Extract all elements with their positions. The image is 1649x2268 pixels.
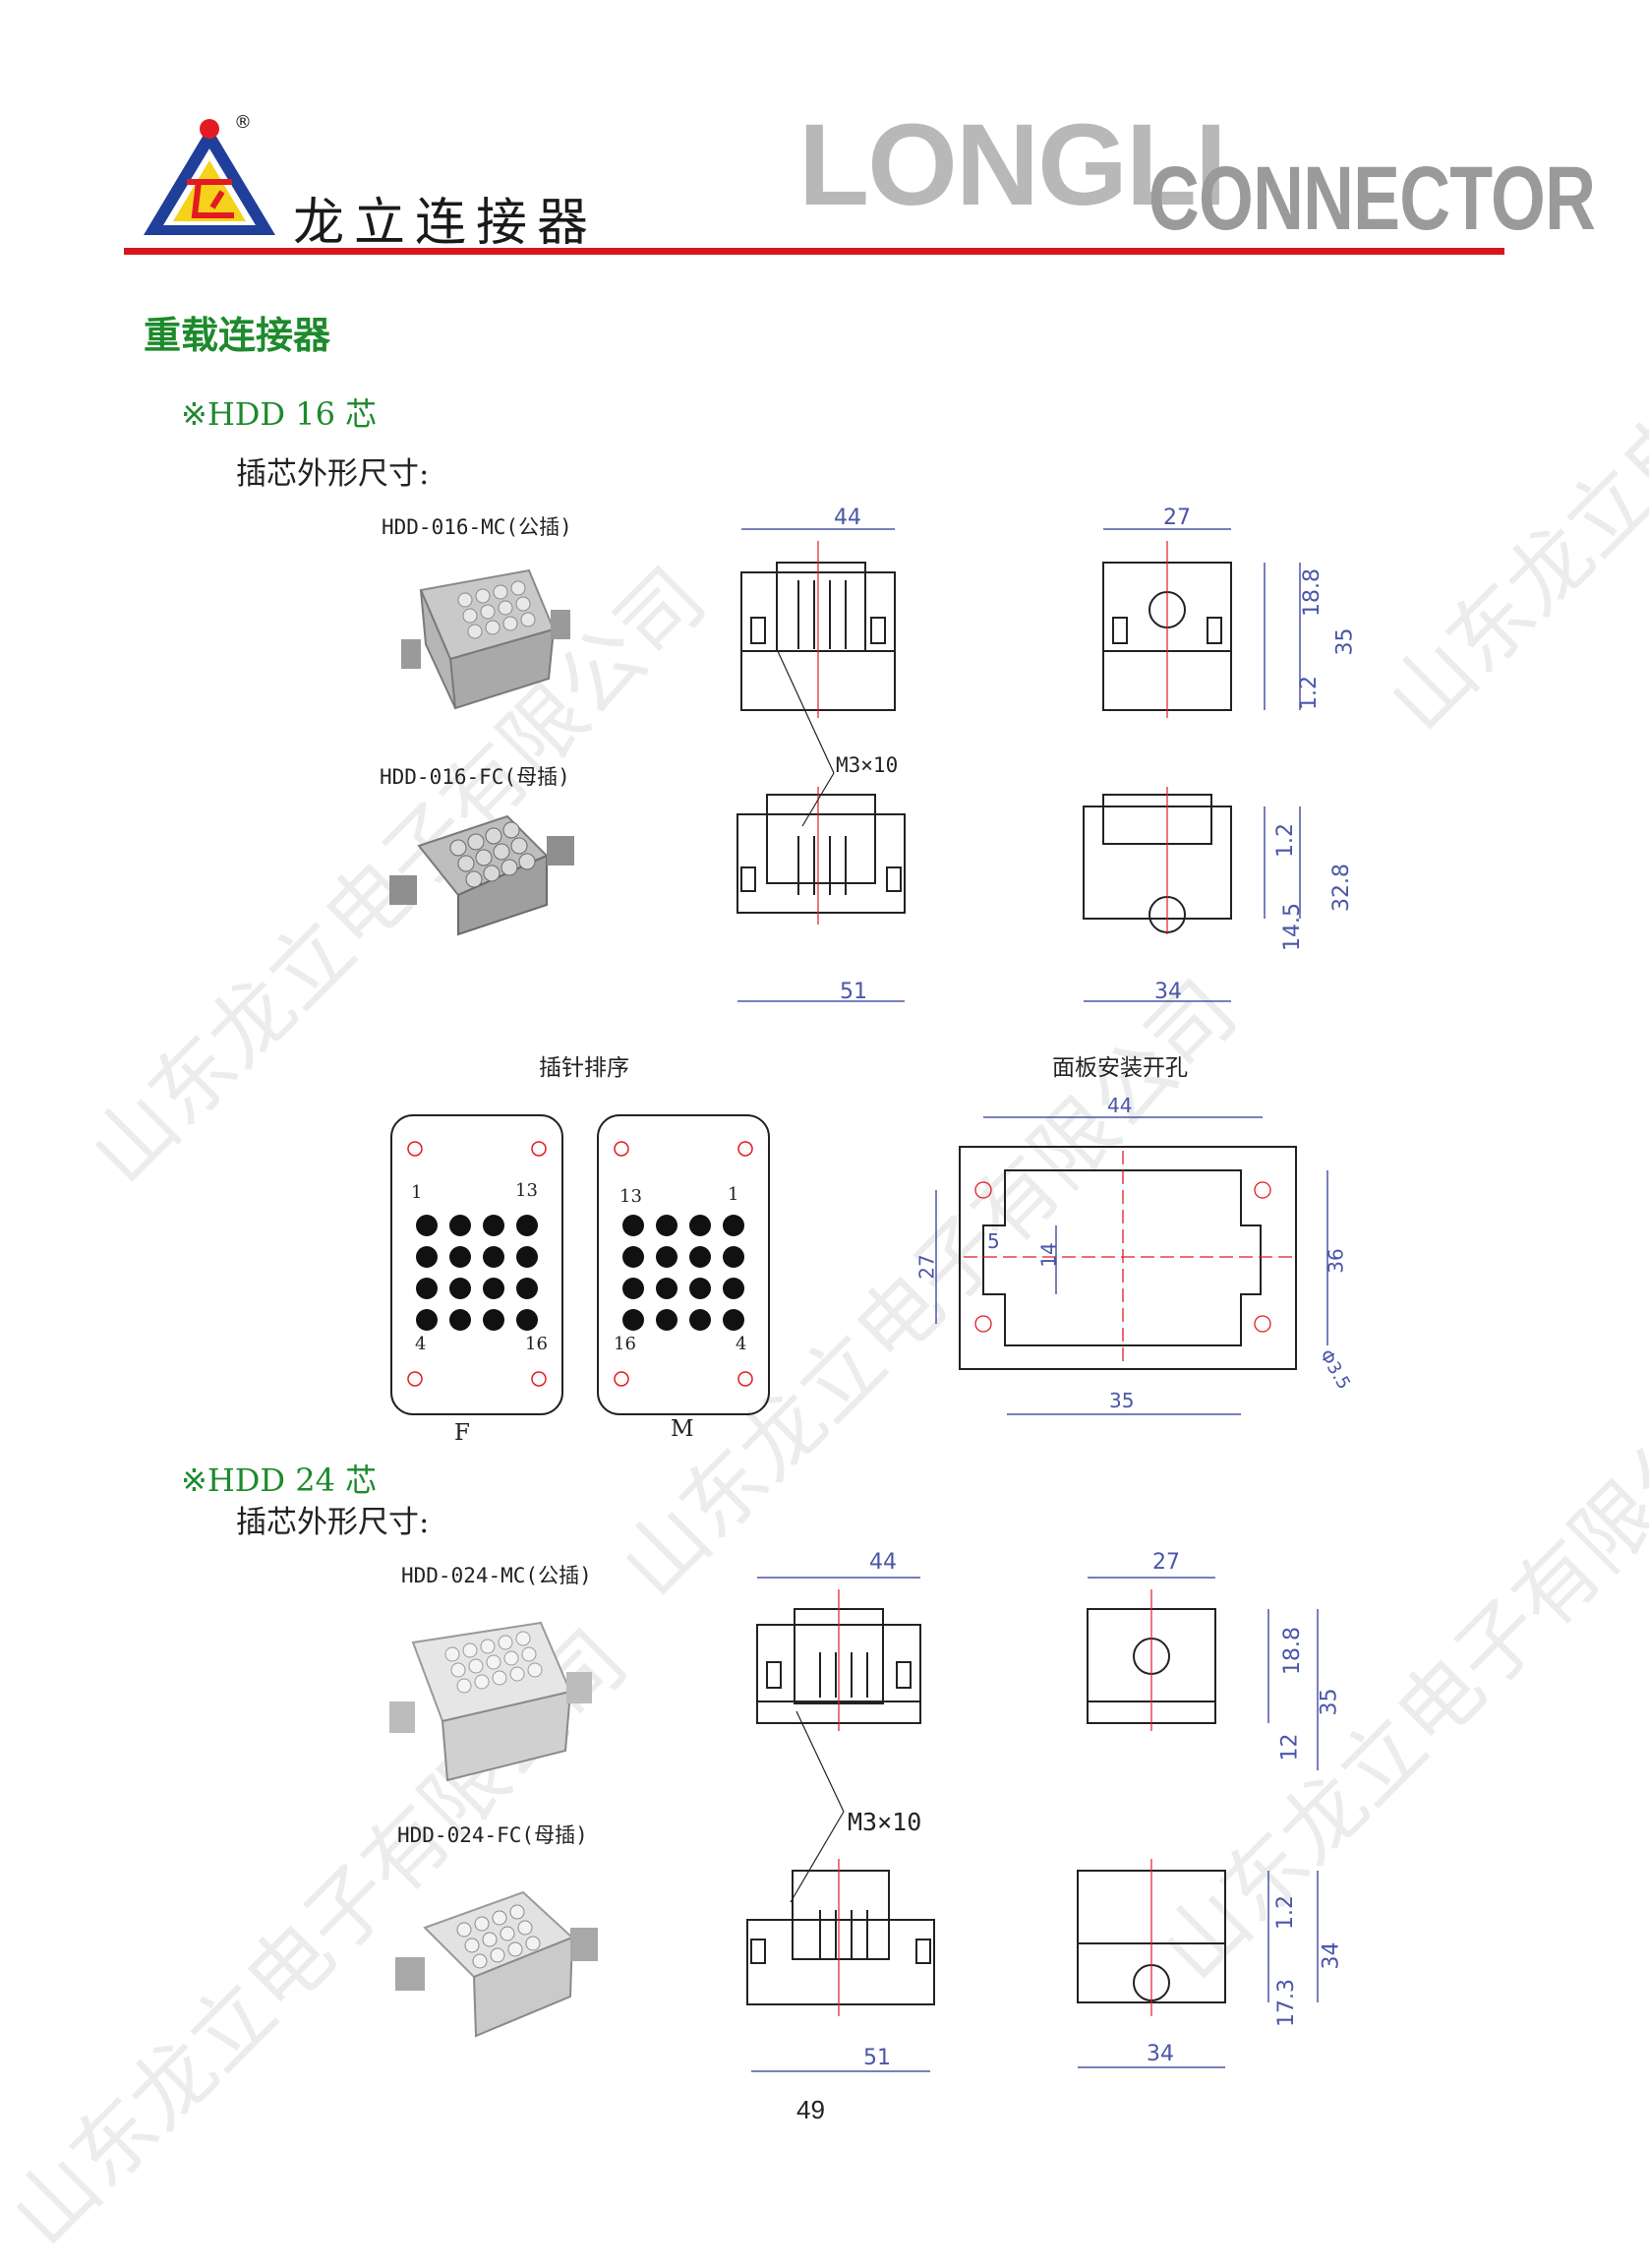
hdd24-dim-male-side-h1: 18.8 — [1279, 1627, 1305, 1675]
panel-cutout-drawing — [935, 1116, 1328, 1415]
brand-connector: CONNECTOR — [1148, 149, 1596, 249]
pin-m-top-left: 13 — [619, 1186, 642, 1207]
pin-f-bottom-left: 4 — [415, 1334, 427, 1354]
hdd16-dim-male-side-width: 27 — [1163, 506, 1191, 530]
hdd16-screw-label: M3×10 — [836, 753, 899, 777]
panel-cutout-caption: 面板安装开孔 — [1052, 1055, 1188, 1081]
hdd16-subtitle: 插芯外形尺寸: — [236, 456, 430, 492]
pin-layout-f — [390, 1114, 563, 1415]
panel-dim-left: 27 — [914, 1254, 939, 1280]
hdd24-dim-female-side-total: 34 — [1319, 1941, 1344, 1970]
brand-longli: LONGLI — [798, 100, 1227, 230]
hdd16-dim-male-side-total: 35 — [1332, 627, 1358, 656]
panel-dim-inner-w: 5 — [987, 1229, 1000, 1253]
pin-f-label: F — [454, 1420, 470, 1446]
hdd24-drawings — [746, 1577, 1319, 2072]
hdd16-male-label: HDD-016-MC(公插) — [382, 515, 572, 539]
pin-layout-caption: 插针排序 — [539, 1055, 629, 1081]
hdd24-dim-female-side-h2: 17.3 — [1273, 1979, 1299, 2027]
panel-dim-bottom: 35 — [1109, 1389, 1135, 1412]
panel-dim-top: 44 — [1107, 1094, 1133, 1117]
hdd24-dim-male-front-width: 44 — [869, 1550, 897, 1575]
hdd16-drawings — [736, 528, 1301, 1002]
pin-m-label: M — [671, 1416, 694, 1442]
hdd16-dim-female-side-total: 32.8 — [1328, 864, 1354, 912]
hdd16-title: ※HDD 16 芯 — [181, 395, 378, 433]
header-divider — [124, 248, 1504, 255]
pin-m-top-right: 1 — [728, 1184, 739, 1205]
pin-f-top-right: 13 — [515, 1180, 538, 1201]
hdd16-dim-male-side-h2: 1.2 — [1297, 676, 1322, 710]
hdd16-dim-female-side-h2: 14.5 — [1279, 903, 1305, 951]
hdd24-dim-male-side-width: 27 — [1152, 1550, 1180, 1575]
pin-m-bottom-left: 16 — [614, 1334, 636, 1354]
hdd24-male-label: HDD-024-MC(公插) — [401, 1564, 592, 1587]
hdd24-screw-label: M3×10 — [848, 1808, 922, 1836]
hdd24-male-photo — [389, 1621, 592, 1782]
section-title: 重载连接器 — [144, 314, 331, 357]
pin-f-bottom-right: 16 — [525, 1334, 548, 1354]
pin-f-top-left: 1 — [411, 1182, 423, 1203]
hdd24-dim-female-front-width: 51 — [863, 2046, 891, 2070]
panel-dim-inner-h: 14 — [1036, 1242, 1061, 1268]
registered-mark: ® — [234, 112, 252, 133]
hdd24-dim-male-side-h2: 12 — [1277, 1733, 1303, 1761]
hdd24-dim-male-side-total: 35 — [1317, 1688, 1342, 1716]
panel-dim-right: 36 — [1324, 1248, 1348, 1274]
hdd16-female-label: HDD-016-FC(母插) — [380, 765, 570, 789]
hdd24-female-label: HDD-024-FC(母插) — [397, 1823, 588, 1847]
pin-m-bottom-right: 4 — [736, 1334, 747, 1354]
hdd16-dim-male-side-h1: 18.8 — [1299, 568, 1325, 617]
pin-layout-m — [597, 1114, 770, 1415]
hdd24-title: ※HDD 24 芯 — [181, 1462, 378, 1499]
hdd24-dim-female-side-width: 34 — [1147, 2042, 1174, 2066]
page-number: 49 — [796, 2095, 825, 2124]
hdd16-dim-female-front-width: 51 — [840, 980, 867, 1004]
hdd24-subtitle: 插芯外形尺寸: — [236, 1505, 430, 1540]
company-name: 龙立连接器 — [293, 194, 599, 253]
company-logo — [144, 119, 275, 235]
hdd24-dim-female-side-h1: 1.2 — [1273, 1895, 1298, 1930]
hdd24-female-photo — [395, 1890, 598, 2038]
hdd16-dim-female-side-width: 34 — [1154, 980, 1182, 1004]
hdd16-dim-male-front-width: 44 — [834, 506, 861, 530]
hdd16-female-photo — [389, 814, 574, 936]
hdd16-dim-female-side-h1: 1.2 — [1273, 823, 1298, 858]
hdd16-male-photo — [401, 568, 570, 710]
